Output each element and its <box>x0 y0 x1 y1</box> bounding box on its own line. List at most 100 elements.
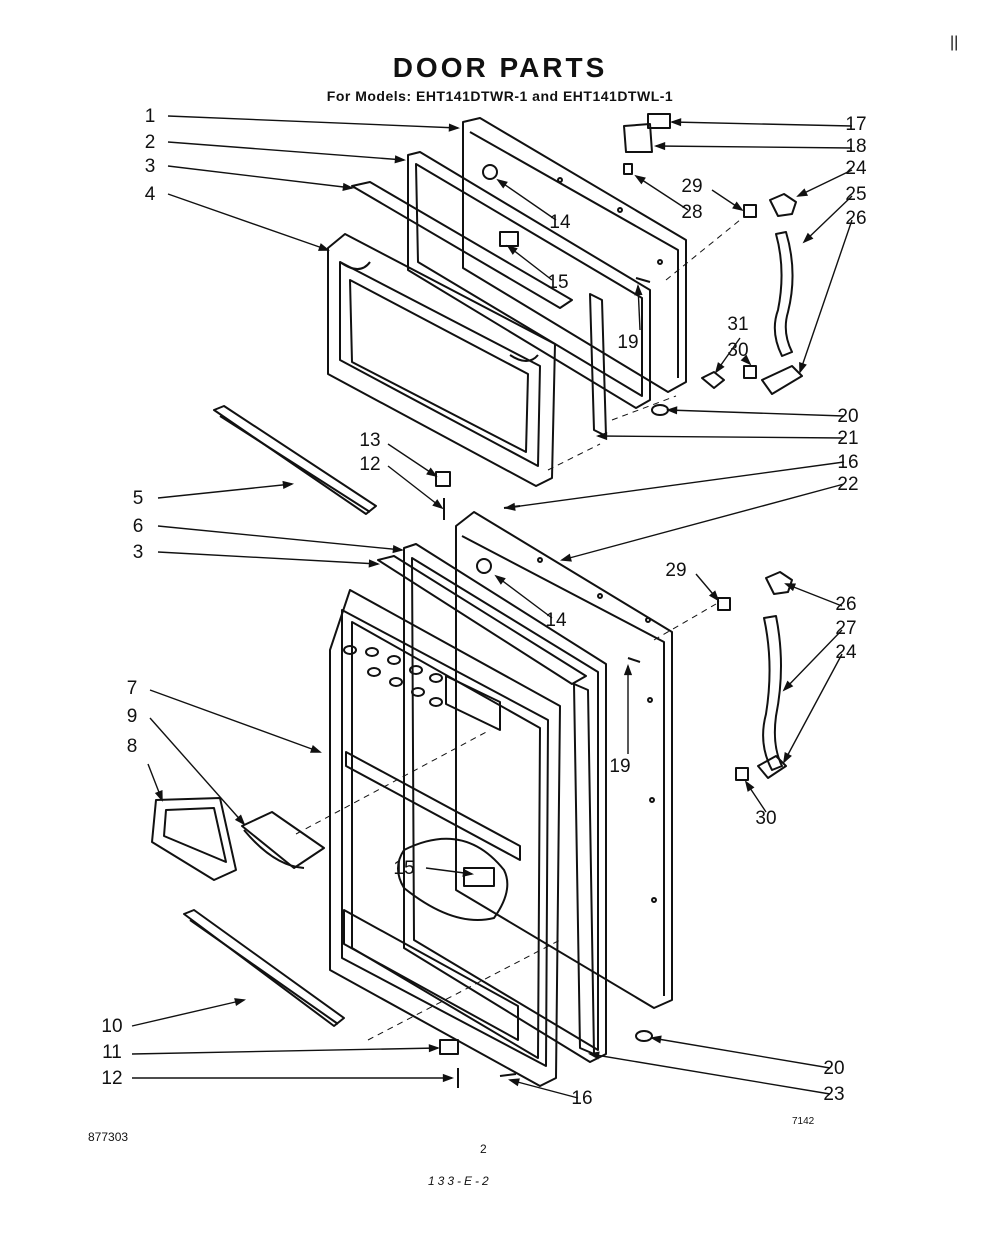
leader-line <box>797 169 853 197</box>
leader-arrowhead <box>560 553 572 562</box>
leader-arrowhead <box>234 998 246 1007</box>
leader-line <box>157 483 293 499</box>
leader-line <box>783 629 843 691</box>
callout-number: 19 <box>617 332 638 353</box>
leader-arrowhead <box>782 680 794 692</box>
doc-number: 877303 <box>88 1130 129 1144</box>
leader-arrowhead <box>154 789 163 802</box>
leader-arrowhead <box>503 502 516 511</box>
freezer-shelf-bar <box>213 405 377 515</box>
leader-line <box>785 583 843 607</box>
leader-line <box>561 483 845 561</box>
callout-number: 20 <box>823 1058 844 1079</box>
egg-tray-cover <box>151 797 237 881</box>
callout-number: 19 <box>609 756 630 777</box>
leader-line <box>149 717 245 825</box>
leader-arrowhead <box>708 590 720 602</box>
callout-number: 11 <box>102 1042 122 1063</box>
page-subtitle: For Models: EHT141DTWR-1 and EHT141DTWL-… <box>326 88 674 104</box>
leader-line <box>509 1079 579 1099</box>
callout-number: 4 <box>145 184 156 205</box>
leader-arrowhead <box>309 745 322 753</box>
leader-arrowhead <box>496 178 508 189</box>
fresh-food-door-gasket <box>403 543 607 1063</box>
leader-arrowhead <box>634 283 643 296</box>
fresh-food-breaker-strip <box>377 555 587 685</box>
callout-number: 20 <box>837 406 858 427</box>
callout-number: 15 <box>547 272 568 293</box>
callout-number: 27 <box>835 618 856 639</box>
leader-line <box>635 175 689 211</box>
leader-arrowhead <box>428 1044 441 1053</box>
egg-bin <box>241 811 325 869</box>
leader-arrowhead <box>506 244 518 255</box>
callout-number: 26 <box>835 594 856 615</box>
callout-number: 29 <box>681 176 702 197</box>
leader-arrowhead <box>442 1073 455 1083</box>
leader-arrowhead <box>623 663 633 676</box>
leader-arrowhead <box>318 243 330 251</box>
callout-number: 26 <box>845 208 866 229</box>
leader-arrowhead <box>462 868 475 877</box>
leader-line <box>783 653 843 763</box>
callout-number: 28 <box>681 202 702 223</box>
callout-number: 29 <box>665 560 686 581</box>
leader-arrowhead <box>740 354 752 366</box>
callout-number: 25 <box>845 184 866 205</box>
leader-line <box>655 145 853 149</box>
callout-number: 22 <box>837 474 858 495</box>
callout-number: 31 <box>727 314 748 335</box>
leader-arrowhead <box>744 780 755 792</box>
fresh-food-hinge-parts <box>439 571 793 1088</box>
corner-mark: || <box>950 34 959 51</box>
callout-number: 3 <box>145 156 156 177</box>
leader-line <box>167 141 405 161</box>
leader-arrowhead <box>508 1078 520 1087</box>
leader-arrowhead <box>665 406 678 415</box>
leader-line <box>157 551 379 565</box>
leader-arrowhead <box>649 1035 662 1044</box>
leader-arrowhead <box>342 182 355 191</box>
leader-arrowhead <box>368 559 381 568</box>
leader-line <box>803 195 853 243</box>
callout-number: 16 <box>571 1088 592 1109</box>
leader-line <box>131 1047 439 1055</box>
fresh-food-shelf-bar <box>183 909 345 1027</box>
callout-number: 23 <box>823 1084 844 1105</box>
leader-arrowhead <box>653 142 666 151</box>
leader-arrowhead <box>234 814 246 826</box>
freezer-door-seal-strip <box>589 293 607 437</box>
callout-number: 1 <box>145 106 156 127</box>
leader-arrowhead <box>392 545 405 554</box>
leader-arrowhead <box>394 155 407 164</box>
freezer-door-outer-panel <box>462 117 687 393</box>
freezer-door-liner <box>327 233 556 487</box>
leader-line <box>149 689 321 753</box>
leader-arrowhead <box>714 362 725 374</box>
callout-number: 24 <box>835 642 857 663</box>
callout-number: 9 <box>127 706 138 727</box>
leader-line <box>505 461 845 509</box>
leader-arrowhead <box>783 752 792 764</box>
fresh-food-door-seal-strip <box>573 683 595 1055</box>
leader-line <box>799 219 853 373</box>
fresh-food-door-liner <box>329 589 561 1087</box>
leader-line <box>671 121 853 127</box>
callout-number: 16 <box>837 452 858 473</box>
leader-arrowhead <box>796 188 809 197</box>
callout-number: 7 <box>127 678 138 699</box>
callout-number: 21 <box>837 428 858 449</box>
leader-arrowhead <box>799 362 807 374</box>
leader-arrowhead <box>669 118 682 127</box>
leader-arrowhead <box>448 123 461 132</box>
callout-number: 6 <box>133 516 144 537</box>
leader-line <box>667 409 845 417</box>
leader-arrowhead <box>595 431 608 441</box>
page-title: DOOR PARTS <box>392 52 608 83</box>
leader-arrowhead <box>634 174 646 185</box>
leader-line <box>131 999 245 1027</box>
figure-code: 7142 <box>792 1116 815 1127</box>
leader-line <box>387 443 437 477</box>
freezer-door-gasket <box>407 151 651 409</box>
